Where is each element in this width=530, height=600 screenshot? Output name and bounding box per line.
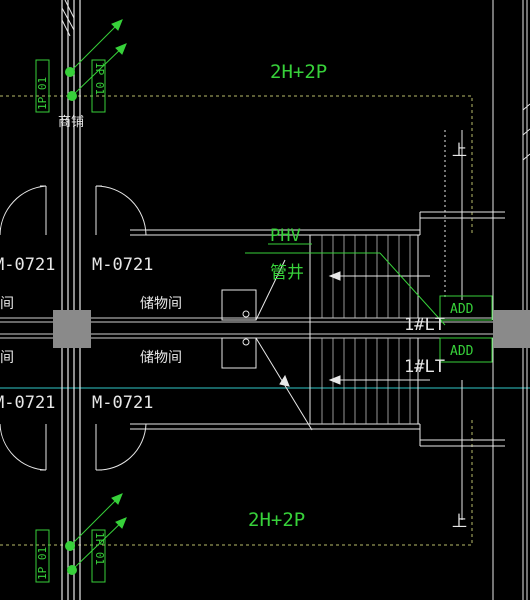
phv-label: PHV — [270, 226, 301, 246]
column-left — [53, 310, 91, 348]
stair-outline — [309, 130, 463, 520]
add-label-lower: ADD — [450, 344, 474, 359]
door-arc-tr — [95, 185, 147, 236]
stair-label-upper: 1#LT — [404, 315, 445, 335]
add-box-lower — [439, 337, 493, 363]
door-arc-tl — [0, 185, 47, 236]
stair-steps — [321, 235, 411, 424]
add-label-upper: ADD — [450, 302, 474, 317]
stair-label-lower: 1#LT — [404, 357, 445, 377]
zone-label-top: 2H+2P — [270, 61, 327, 83]
storage-walls — [130, 211, 505, 447]
left-wall — [61, 0, 81, 600]
tag-label-tl-a: 1P 01 — [36, 77, 49, 110]
zone-boundaries — [0, 95, 473, 546]
column-right — [493, 310, 530, 348]
green-nodes — [65, 67, 77, 575]
add-box-upper — [439, 295, 493, 321]
zone-boundary-top — [0, 95, 473, 235]
tag-label-tl-b: 1P 01 — [93, 62, 106, 95]
storage-label-left-upper: 间 — [0, 296, 14, 312]
pipe-well-label: 管井 — [270, 263, 304, 283]
door-arc-br — [95, 423, 147, 471]
right-wall — [492, 0, 530, 600]
shop-label: 商铺 — [58, 115, 84, 130]
door-label-tl: M-0721 — [0, 255, 55, 275]
stair-arrows — [328, 271, 430, 385]
leader-lines — [255, 259, 313, 431]
door-arcs — [0, 185, 147, 471]
equipment — [221, 289, 257, 369]
stair-up-label-top: 上 — [452, 141, 467, 159]
zone-boundary-bottom — [0, 420, 473, 546]
stair-up-label-bottom: 上 — [452, 512, 467, 530]
door-label-tr: M-0721 — [92, 255, 153, 275]
tag-label-bl-a: 1P 01 — [36, 547, 49, 580]
tag-label-bl-b: 1P 01 — [93, 532, 106, 565]
door-label-br: M-0721 — [92, 393, 153, 413]
storage-label-left-lower: 间 — [0, 350, 14, 366]
door-label-bl: M-0721 — [0, 393, 55, 413]
storage-label-upper: 储物间 — [140, 296, 182, 312]
left-wall-hatch — [61, 0, 75, 37]
green-annotations — [35, 19, 493, 583]
door-arc-bl — [0, 423, 47, 471]
storage-label-lower: 储物间 — [140, 350, 182, 366]
zone-label-bottom: 2H+2P — [248, 509, 305, 531]
